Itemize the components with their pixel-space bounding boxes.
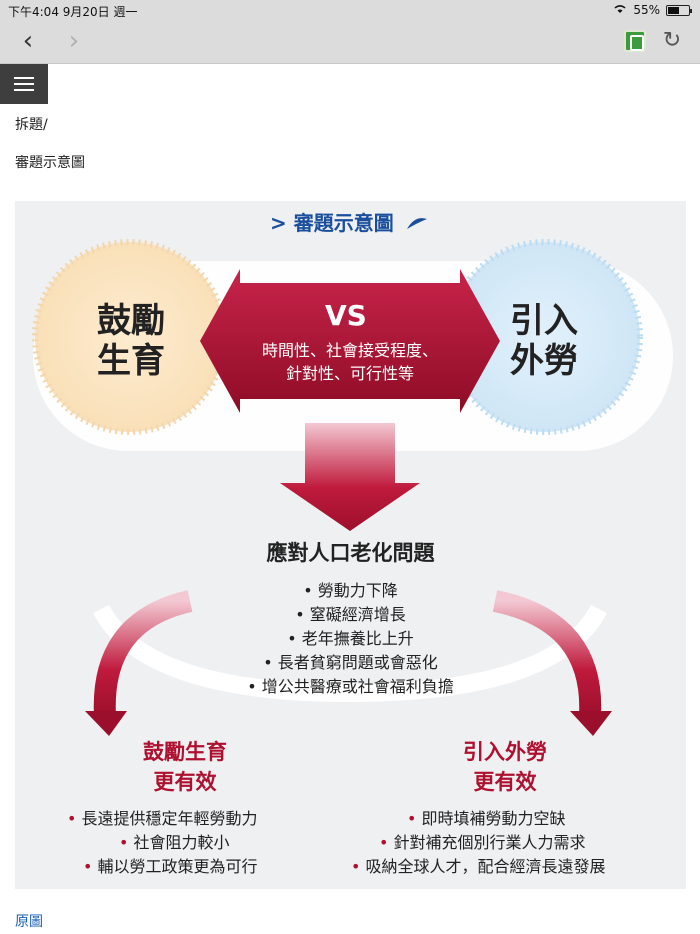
left-circle-line: 鼓勵 <box>97 301 165 341</box>
reader-app-icon[interactable] <box>624 30 646 52</box>
right-circle-line: 引入 <box>510 301 578 341</box>
right-curve-arrow <box>492 590 602 717</box>
left-circle-label: 鼓勵 生育 <box>97 301 165 381</box>
down-arrow <box>280 423 420 531</box>
left-point: • 輔以勞工政策更為可行 <box>83 857 258 876</box>
problem-item: • 勞動力下降 <box>303 581 398 600</box>
problem-item: • 增公共醫療或社會福利負擔 <box>247 677 454 696</box>
right-circle <box>447 239 643 435</box>
left-conclusion-line: 更有效 <box>153 770 217 794</box>
right-circle-label: 引入 外勞 <box>510 301 578 381</box>
battery-icon <box>666 4 692 16</box>
status-time: 下午4:04 9月20日 週一 <box>8 5 138 19</box>
left-point: • 社會阻力較小 <box>119 833 230 852</box>
left-point: • 長遠提供穩定年輕勞動力 <box>67 809 258 828</box>
left-curve-head <box>85 711 127 736</box>
problem-title: 應對人口老化問題 <box>266 541 435 565</box>
right-conclusion-line: 引入外勞 <box>463 740 547 764</box>
menu-icon-line <box>14 89 34 91</box>
bowl-shape <box>93 604 607 703</box>
page-title: 審題示意圖 <box>15 155 85 171</box>
right-point-text: 針對補充個別行業人力需求 <box>393 833 586 852</box>
menu-button[interactable] <box>0 64 48 104</box>
breadcrumb[interactable]: 拆題/ <box>15 117 48 133</box>
right-point: • 即時填補勞動力空缺 <box>407 809 566 828</box>
right-point: • 針對補充個別行業人力需求 <box>379 833 586 852</box>
right-point-text: 即時填補勞動力空缺 <box>421 809 566 828</box>
menu-icon-line <box>14 77 34 79</box>
menu-icon-line <box>14 83 34 85</box>
back-button[interactable]: ‹ <box>22 26 34 56</box>
right-point: • 吸納全球人才，配合經濟長遠發展 <box>351 857 606 876</box>
problem-item: • 窒礙經濟增長 <box>295 605 406 624</box>
problem-item: • 老年撫養比上升 <box>287 629 414 648</box>
battery-percent: 55% <box>633 3 660 17</box>
right-curve-head <box>570 711 612 736</box>
problem-item: • 長者貧窮問題或會惡化 <box>263 653 438 672</box>
vs-label: VS <box>325 299 367 332</box>
diagram-image: > 審題示意圖 鼓勵 生育 引入 外勞 VS 時間性、社會接受程度、 針對性、可… <box>15 201 686 889</box>
left-point-text: 長遠提供穩定年輕勞動力 <box>81 809 258 828</box>
left-point-text: 社會阻力較小 <box>133 833 230 852</box>
double-arrow <box>200 269 500 413</box>
right-conclusion: 引入外勞 更有效 <box>430 736 580 796</box>
leaf-icon <box>407 218 427 229</box>
right-conclusion-line: 更有效 <box>473 770 537 794</box>
left-point-text: 輔以勞工政策更為可行 <box>97 857 258 876</box>
right-circle-line: 外勞 <box>510 341 578 381</box>
reload-button[interactable]: ↻ <box>662 28 682 53</box>
left-conclusion-line: 鼓勵生育 <box>143 740 227 764</box>
forward-button[interactable]: › <box>68 26 80 56</box>
wifi-icon <box>613 4 627 17</box>
criteria-line: 時間性、社會接受程度、 <box>261 341 438 360</box>
diagram-graphics <box>32 218 673 736</box>
right-point-text: 吸納全球人才，配合經濟長遠發展 <box>365 857 606 876</box>
diagram-title: > 審題示意圖 <box>270 211 394 235</box>
left-curve-arrow <box>93 590 193 717</box>
status-bar: 下午4:04 9月20日 週一 55% <box>0 0 700 20</box>
original-image-link[interactable]: 原圖 <box>15 914 43 930</box>
left-circle-line: 生育 <box>97 341 165 381</box>
browser-toolbar: ‹ › ↻ <box>0 20 700 64</box>
criteria-line: 針對性、可行性等 <box>285 364 414 383</box>
left-conclusion: 鼓勵生育 更有效 <box>110 736 260 796</box>
